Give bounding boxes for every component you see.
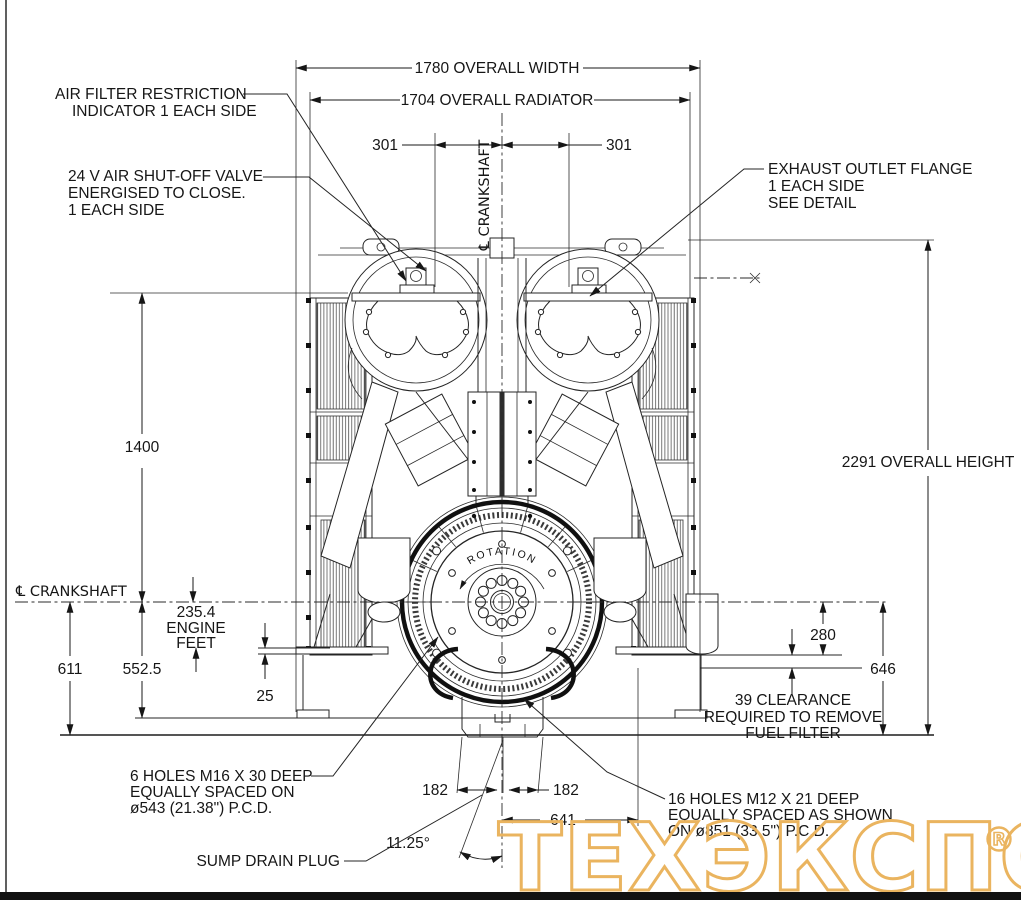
registered-trademark-letter: R xyxy=(992,830,1005,850)
engine-feet-label-2: FEET xyxy=(176,635,216,652)
note-holes6-2: EQUALLY SPACED ON xyxy=(130,784,295,801)
dim-552: 552.5 xyxy=(123,661,162,678)
intake-duct-right xyxy=(538,300,641,355)
air-cleaner-mount-plate xyxy=(523,292,653,302)
baseframe xyxy=(60,717,934,736)
note-holes16-1: 16 HOLES M12 X 21 DEEP xyxy=(668,791,859,808)
cylinder-bank-left xyxy=(384,393,476,487)
lifting-eye-right xyxy=(604,238,642,256)
watermark: ТЕХЭКСПО R xyxy=(497,803,1021,900)
exhaust-outlet-centerline xyxy=(694,272,762,284)
intake-duct-left xyxy=(366,300,469,355)
annotations: AIR FILTER RESTRICTION INDICATOR 1 EACH … xyxy=(55,86,972,870)
leader-6-holes xyxy=(311,636,439,777)
dim-25: 25 xyxy=(256,688,273,705)
exhaust-pipes xyxy=(320,381,684,569)
note-shutoff-1: 24 V AIR SHUT-OFF VALVE xyxy=(68,168,263,185)
shutoff-valve-body-right xyxy=(577,267,599,286)
note-exhaust-2: 1 EACH SIDE xyxy=(768,178,864,195)
note-exhaust-3: SEE DETAIL xyxy=(768,195,857,212)
engine-feet-label-1: ENGINE xyxy=(166,620,225,637)
duct-bolt-holes xyxy=(362,308,470,359)
gear-housing-bolts xyxy=(472,400,532,492)
engine-front-view: ROTATION xyxy=(60,237,934,738)
dim-1400: 1400 xyxy=(125,439,160,456)
crankshaft-label-vertical: ℄ CRANKSHAFT xyxy=(477,139,493,251)
leader-air-filter xyxy=(243,93,407,282)
leaders xyxy=(243,93,764,862)
leader-exhaust-flange xyxy=(589,168,764,297)
note-air-filter-1: AIR FILTER RESTRICTION xyxy=(55,86,247,103)
dim-overall-radiator: 1704 OVERALL RADIATOR xyxy=(401,92,594,109)
mount-bracket-right xyxy=(545,646,576,701)
note-holes6-1: 6 HOLES M16 X 30 DEEP xyxy=(130,768,313,785)
registered-trademark-icon xyxy=(986,826,1012,852)
mount-bracket-left xyxy=(428,646,459,701)
note-holes16-3: ON ø851 (33.5") P.C.D. xyxy=(668,823,829,840)
dim-overall-width: 1780 OVERALL WIDTH xyxy=(415,60,580,77)
leader-sump-drain xyxy=(344,794,483,862)
leader-shutoff-valve xyxy=(263,176,427,272)
note-holes16-2: EQUALLY SPACED AS SHOWN xyxy=(668,807,893,824)
dim-301-right: 301 xyxy=(606,137,632,154)
angle-arc xyxy=(459,851,503,864)
dim-280: 280 xyxy=(810,627,836,644)
note-shutoff-3: 1 EACH SIDE xyxy=(68,202,164,219)
air-cleaner-left xyxy=(344,248,488,400)
duct-bolt-holes xyxy=(534,308,642,359)
note-exhaust-1: EXHAUST OUTLET FLANGE xyxy=(768,161,972,178)
watermark-text: ТЕХЭКСПО xyxy=(498,804,1021,900)
dim-641: 641 xyxy=(550,812,576,829)
radiator-foot-right xyxy=(674,709,708,719)
rotation-arrow xyxy=(459,563,545,590)
dim-611: 611 xyxy=(58,661,83,678)
air-cleaner-right xyxy=(516,248,660,400)
dim-drain-angle: 11.25° xyxy=(386,835,430,852)
cylinder-bank-right xyxy=(528,393,620,487)
filters-and-mounts xyxy=(357,537,719,701)
dim-engine-feet-value: 235.4 xyxy=(177,604,216,621)
note-sump-drain: SUMP DRAIN PLUG xyxy=(196,853,340,870)
oil-filter-right xyxy=(593,537,647,604)
note-air-filter-2: INDICATOR 1 EACH SIDE xyxy=(72,103,257,120)
note-clearance-3: FUEL FILTER xyxy=(745,725,841,742)
note-shutoff-2: ENERGISED TO CLOSE. xyxy=(68,185,246,202)
leader-16-holes xyxy=(523,698,666,800)
crankshaft-label-horizontal: ℄ CRANKSHAFT xyxy=(15,584,127,600)
bottom-border-bar xyxy=(0,892,1021,900)
note-clearance-1: 39 CLEARANCE xyxy=(735,692,851,709)
note-holes6-3: ø543 (21.38") P.C.D. xyxy=(130,800,272,817)
radiator-foot-left xyxy=(296,709,330,719)
oil-filter-left xyxy=(357,537,411,604)
fuel-filter xyxy=(685,593,719,655)
dim-646: 646 xyxy=(870,661,896,678)
dim-overall-height: 2291 OVERALL HEIGHT xyxy=(842,454,1015,471)
note-clearance-2: REQUIRED TO REMOVE xyxy=(704,709,883,726)
dimensions: 1780 OVERALL WIDTH 1704 OVERALL RADIATOR… xyxy=(15,60,1015,864)
air-cleaner-mount-plate xyxy=(351,292,481,302)
dim-182-right: 182 xyxy=(553,782,579,799)
drain-axis-line xyxy=(458,739,504,859)
dim-182-left: 182 xyxy=(422,782,448,799)
top-frame-rail xyxy=(318,238,686,256)
lifting-eye-left xyxy=(362,238,400,256)
dim-301-left: 301 xyxy=(372,137,398,154)
